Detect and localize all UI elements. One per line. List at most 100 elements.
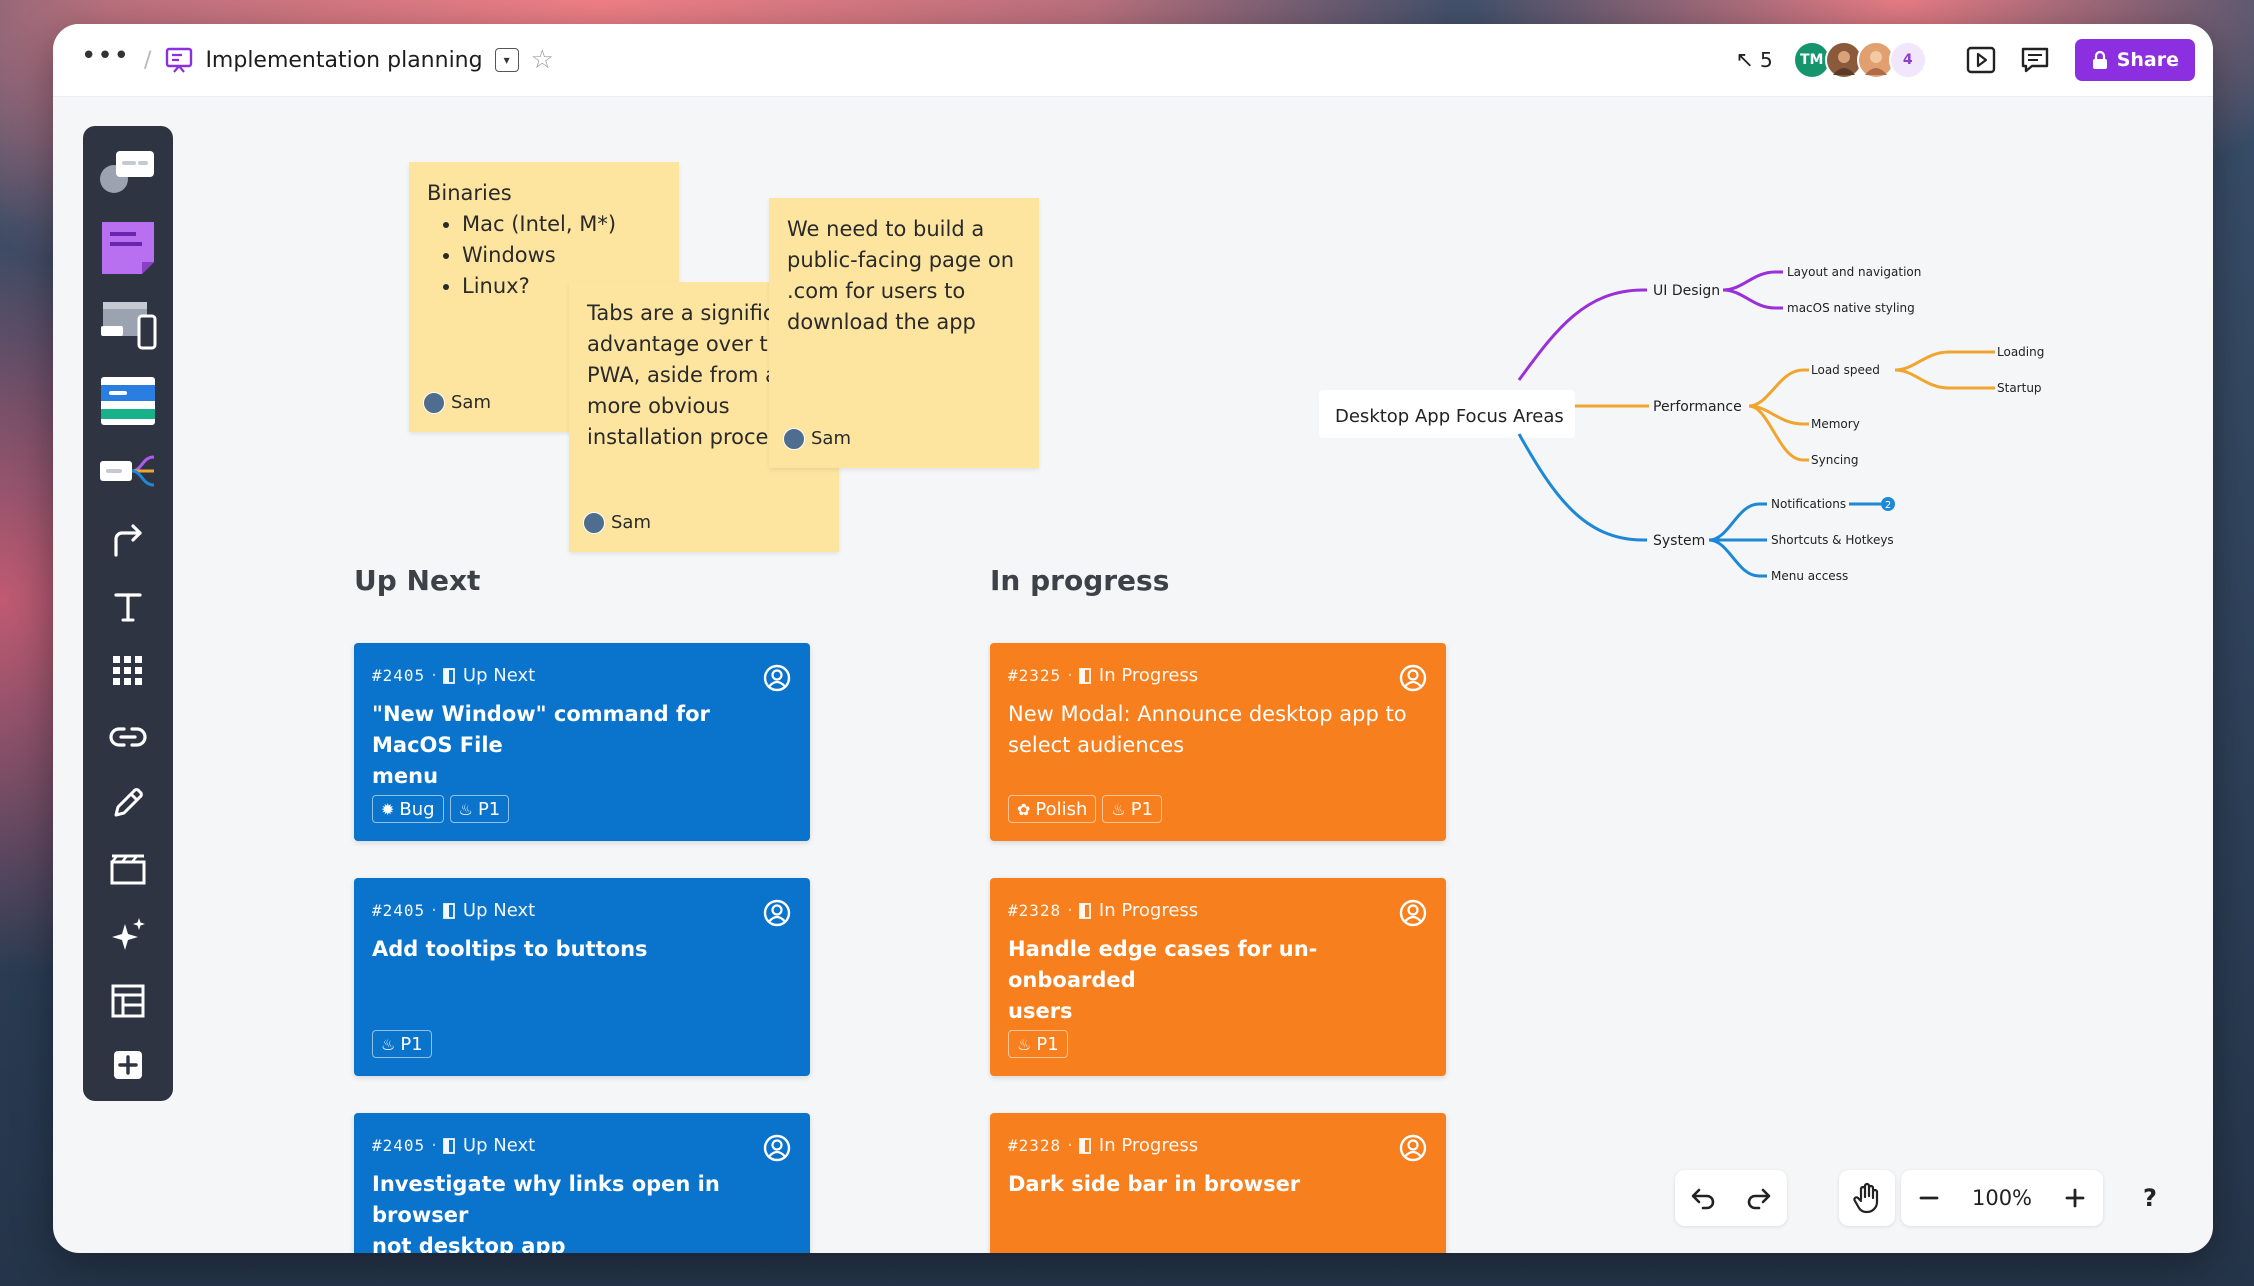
tag-label: P1 [1036,1033,1059,1055]
board-title[interactable]: Implementation planning [205,47,483,73]
collaborator-avatars[interactable]: TM 4 [1792,41,1927,79]
undo-button[interactable] [1675,1170,1731,1226]
tag-bug[interactable]: ✹Bug [372,795,444,823]
help-button[interactable]: ? [2143,1184,2157,1212]
tag-polish[interactable]: ✿Polish [1008,795,1097,823]
mindmap-node-system[interactable]: System [1653,533,1705,549]
text-tool[interactable] [83,582,173,632]
card-tags: ♨P1 [1008,1030,1074,1058]
ai-sparkle-icon [112,918,145,950]
mindmap-node-startup[interactable]: Startup [1997,381,2042,395]
card-meta: #2328 · In Progress [1008,1135,1199,1156]
sticky-note-public-page[interactable]: We need to build a public-facing page on… [769,198,1039,468]
connector-tool[interactable] [83,516,173,566]
zoom-in-button[interactable] [2047,1170,2103,1226]
card-id: #2405 [372,1136,426,1155]
connector-arrow-icon [114,524,142,557]
card-title-line: Add tooltips to buttons [372,937,648,961]
device-frames-tool[interactable] [83,298,173,352]
card-title-line: not desktop app [372,1234,566,1253]
mindmap-edge [1708,538,1767,578]
cursor-count[interactable]: ↖ 5 [1736,48,1773,73]
ai-tool[interactable] [83,910,173,960]
mindmap-node-performance[interactable]: Performance [1653,399,1742,415]
link-tool[interactable] [83,712,173,762]
task-card[interactable]: #2325 · In Progress New Modal: Announce … [990,643,1446,841]
mindmap-icon [100,455,155,487]
tag-priority[interactable]: ♨P1 [1008,1030,1068,1058]
mindmap-node-shortcuts-hotkeys[interactable]: Shortcuts & Hotkeys [1771,533,1894,547]
sticky-line: installation proces [587,425,780,449]
task-card[interactable]: #2328 · In Progress Dark side bar in bro… [990,1113,1446,1253]
card-title: New Modal: Announce desktop app to selec… [1008,699,1428,761]
star-icon[interactable]: ☆ [530,45,554,75]
sticky-author: Sam [583,507,651,538]
mindmap-node-layout-navigation[interactable]: Layout and navigation [1787,265,1921,279]
redo-button[interactable] [1731,1170,1787,1226]
avatar [583,511,605,534]
present-button[interactable] [1963,42,1999,78]
person-icon [1864,51,1887,75]
avatar-overflow-count[interactable]: 4 [1888,41,1927,79]
zoom-level[interactable]: 100% [1971,1186,2033,1210]
frame-tool[interactable] [83,844,173,894]
mindmap-edge [1748,368,1809,408]
assignee-icon[interactable] [762,898,792,928]
layout-icon [111,984,145,1018]
assignee-icon[interactable] [762,663,792,693]
card-status: In Progress [1098,665,1199,686]
status-door-icon [443,1137,455,1154]
avatar[interactable]: TM [1792,41,1831,79]
task-card[interactable]: #2405 · Up Next "New Window" command for… [354,643,810,841]
assignee-icon[interactable] [762,1133,792,1163]
mindmap-node-macos-native-styling[interactable]: macOS native styling [1787,301,1915,315]
assignee-icon[interactable] [1398,898,1428,928]
mindmap-node-loading[interactable]: Loading [1997,345,2044,359]
tag-priority[interactable]: ♨P1 [1102,795,1163,823]
mindmap-node-load-speed[interactable]: Load speed [1811,363,1880,377]
collapsed-children-badge[interactable] [1881,497,1895,511]
avatar[interactable] [1856,41,1895,79]
add-tool[interactable] [83,1040,173,1090]
zoom-out-button[interactable] [1901,1170,1957,1226]
layout-tool[interactable] [83,976,173,1026]
mindmap-node-notifications[interactable]: Notifications [1771,497,1846,511]
templates-tool[interactable] [83,144,173,200]
share-button[interactable]: Share [2074,39,2195,81]
apps-tool[interactable] [83,646,173,696]
link-icon [109,727,147,747]
mindmap-node-ui-design[interactable]: UI Design [1653,283,1720,299]
task-card[interactable]: #2405 · Up Next Add tooltips to buttons … [354,878,810,1076]
column-title-up-next[interactable]: Up Next [354,564,481,597]
hand-tool-button[interactable] [1839,1170,1895,1226]
task-card[interactable]: #2328 · In Progress Handle edge cases fo… [990,878,1446,1076]
mindmap-node-syncing[interactable]: Syncing [1811,453,1858,467]
tag-priority[interactable]: ♨P1 [372,1030,432,1058]
sticky-note-tool[interactable] [83,218,173,278]
chevron-down-icon[interactable]: ▾ [494,48,519,72]
mindmap-tool[interactable] [83,446,173,496]
play-icon [1966,46,1995,74]
avatar[interactable] [1824,41,1863,79]
mindmap-node-menu-access[interactable]: Menu access [1771,569,1848,583]
column-title-in-progress[interactable]: In progress [990,564,1170,597]
tag-priority[interactable]: ♨P1 [449,795,510,823]
assignee-icon[interactable] [1398,1133,1428,1163]
task-card[interactable]: #2405 · Up Next Investigate why links op… [354,1113,810,1253]
card-status: Up Next [462,1135,536,1156]
more-dots-icon[interactable]: ••• [81,41,131,71]
mindmap-node-memory[interactable]: Memory [1811,417,1860,431]
mindmap-edge [1894,368,1995,390]
sticky-line: more obvious [587,394,730,418]
flame-icon: ♨ [1111,799,1126,819]
sticky-note-icon [102,222,154,274]
author-name: Sam [811,428,851,449]
assignee-icon[interactable] [1398,663,1428,693]
mindmap-root-node[interactable] [1319,390,1575,438]
ui-components-tool[interactable] [83,374,173,428]
left-toolbar [83,126,173,1101]
sticky-line: .com for users to [787,279,966,303]
pen-tool[interactable] [83,778,173,828]
card-meta: #2328 · In Progress [1008,900,1199,921]
comments-button[interactable] [2017,42,2053,78]
